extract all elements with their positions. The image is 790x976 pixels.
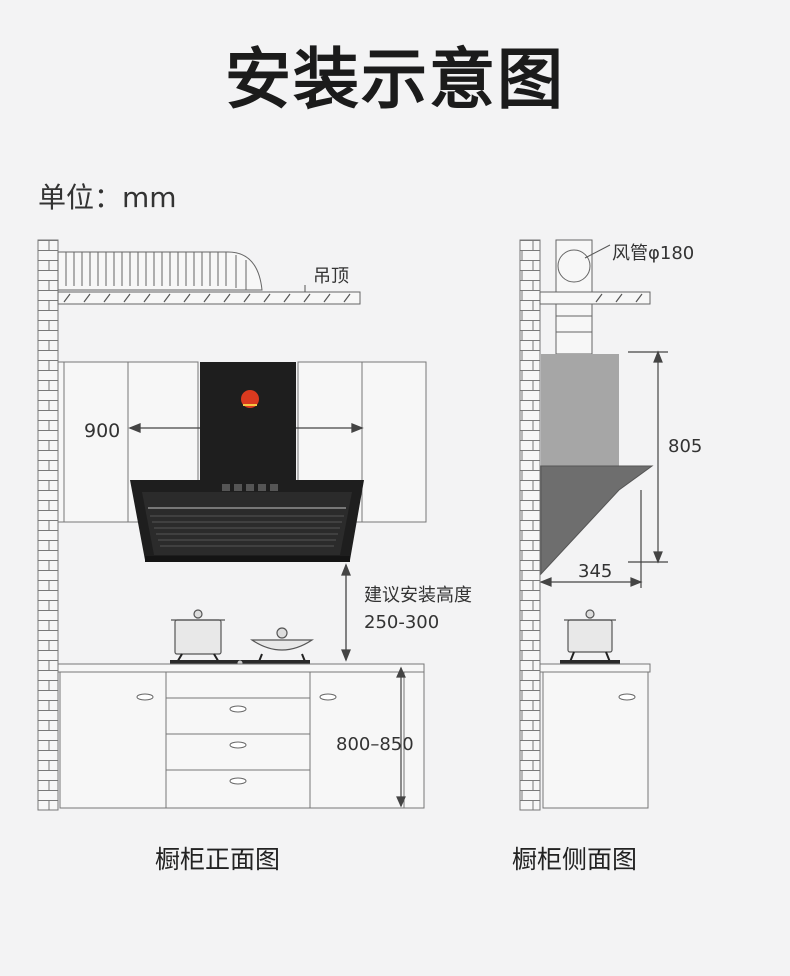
side-brick-wall (519, 239, 541, 811)
side-ceiling (539, 291, 651, 305)
counter-height-dimension (396, 666, 406, 808)
front-pot-icon (171, 609, 225, 665)
side-view-caption: 橱柜侧面图 (512, 845, 638, 874)
front-brick-wall (37, 239, 59, 811)
side-cabinet (539, 663, 651, 809)
side-view: 风管φ180 805 345 (519, 239, 702, 811)
hood-chimney (200, 362, 296, 480)
hood-depth-dimension (539, 490, 643, 588)
hood-control-buttons (222, 484, 278, 491)
front-view: 吊顶 900 (37, 239, 472, 811)
width-label: 900 (84, 420, 120, 442)
width-dimension (128, 423, 364, 433)
install-height-dimension (341, 563, 351, 662)
duct-leader-line (584, 244, 611, 259)
unit-label: 单位：mm (38, 181, 177, 214)
hood-depth-label: 345 (578, 561, 612, 582)
hood-height-label: 805 (668, 436, 702, 457)
range-hood-side (540, 354, 654, 576)
cabinet-handles (136, 693, 337, 785)
page-title: 安装示意图 (225, 41, 565, 118)
install-height-title: 建议安装高度 (364, 585, 472, 606)
side-cabinet-handle (618, 693, 636, 701)
front-flex-duct (57, 251, 263, 291)
ceiling-label: 吊顶 (313, 266, 349, 287)
front-ceiling (57, 285, 361, 305)
range-hood-front (130, 362, 364, 562)
hood-height-dimension (628, 350, 668, 564)
side-stove-top (560, 660, 620, 665)
brand-logo-icon (241, 390, 259, 408)
front-view-caption: 橱柜正面图 (155, 845, 281, 874)
front-wok-icon (250, 627, 314, 665)
upper-cabinets (57, 361, 427, 523)
install-height-value: 250-300 (364, 612, 439, 633)
duct-label: 风管φ180 (612, 243, 694, 264)
counter-height-label: 800–850 (336, 734, 414, 755)
side-pot-icon (564, 609, 616, 663)
